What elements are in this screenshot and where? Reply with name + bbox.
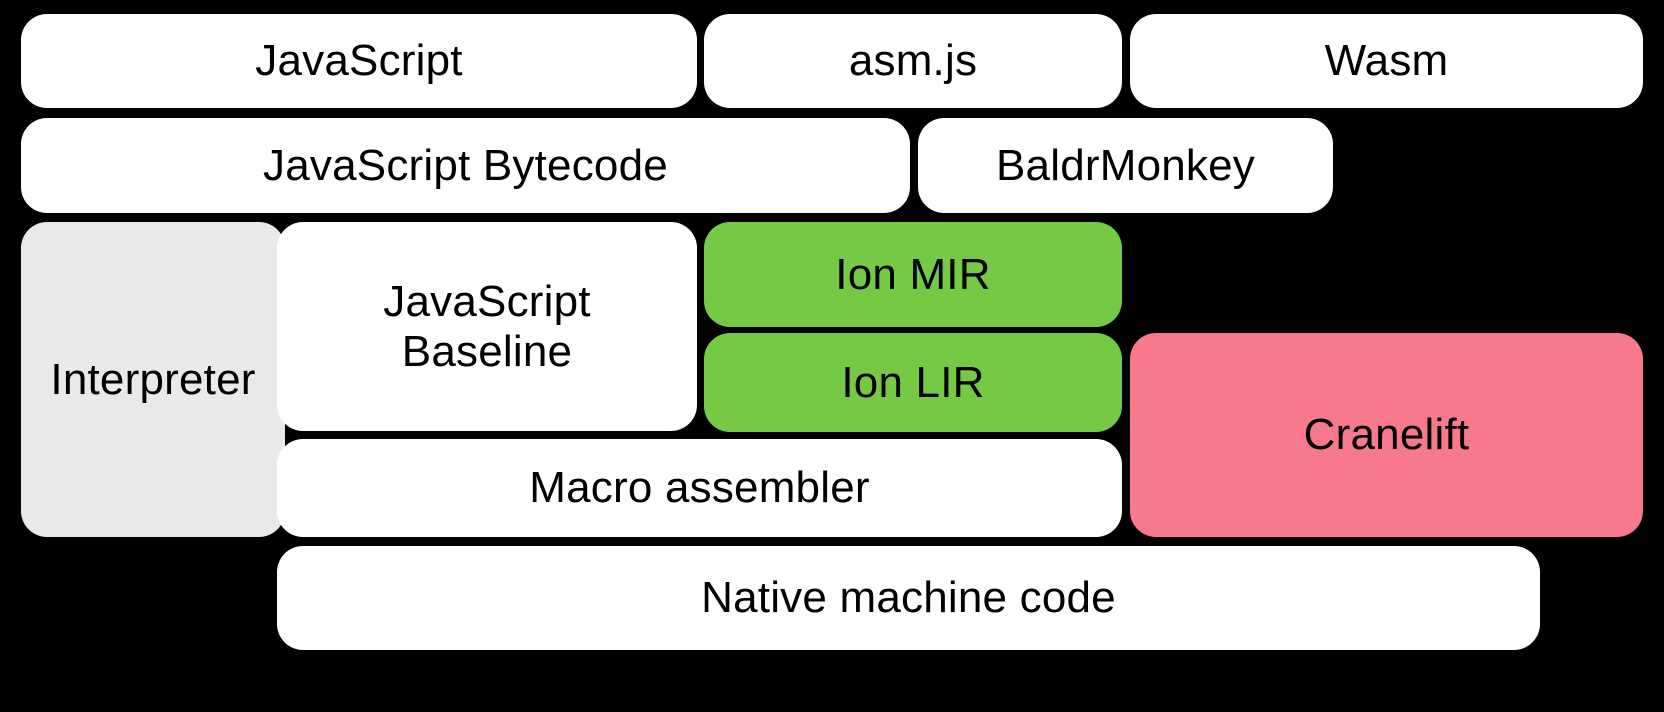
- node-javascript-baseline[interactable]: JavaScript Baseline: [277, 222, 697, 431]
- node-javascript[interactable]: JavaScript: [21, 14, 697, 108]
- node-macro-assembler[interactable]: Macro assembler: [277, 439, 1122, 537]
- node-javascript-bytecode[interactable]: JavaScript Bytecode: [21, 118, 910, 213]
- node-native-machine-code[interactable]: Native machine code: [277, 546, 1540, 650]
- node-interpreter[interactable]: Interpreter: [21, 222, 285, 537]
- node-wasm[interactable]: Wasm: [1130, 14, 1643, 108]
- node-baldrmonkey[interactable]: BaldrMonkey: [918, 118, 1333, 213]
- node-cranelift[interactable]: Cranelift: [1130, 333, 1643, 537]
- node-asm-js[interactable]: asm.js: [704, 14, 1122, 108]
- node-ion-mir[interactable]: Ion MIR: [704, 222, 1122, 327]
- node-ion-lir[interactable]: Ion LIR: [704, 333, 1122, 432]
